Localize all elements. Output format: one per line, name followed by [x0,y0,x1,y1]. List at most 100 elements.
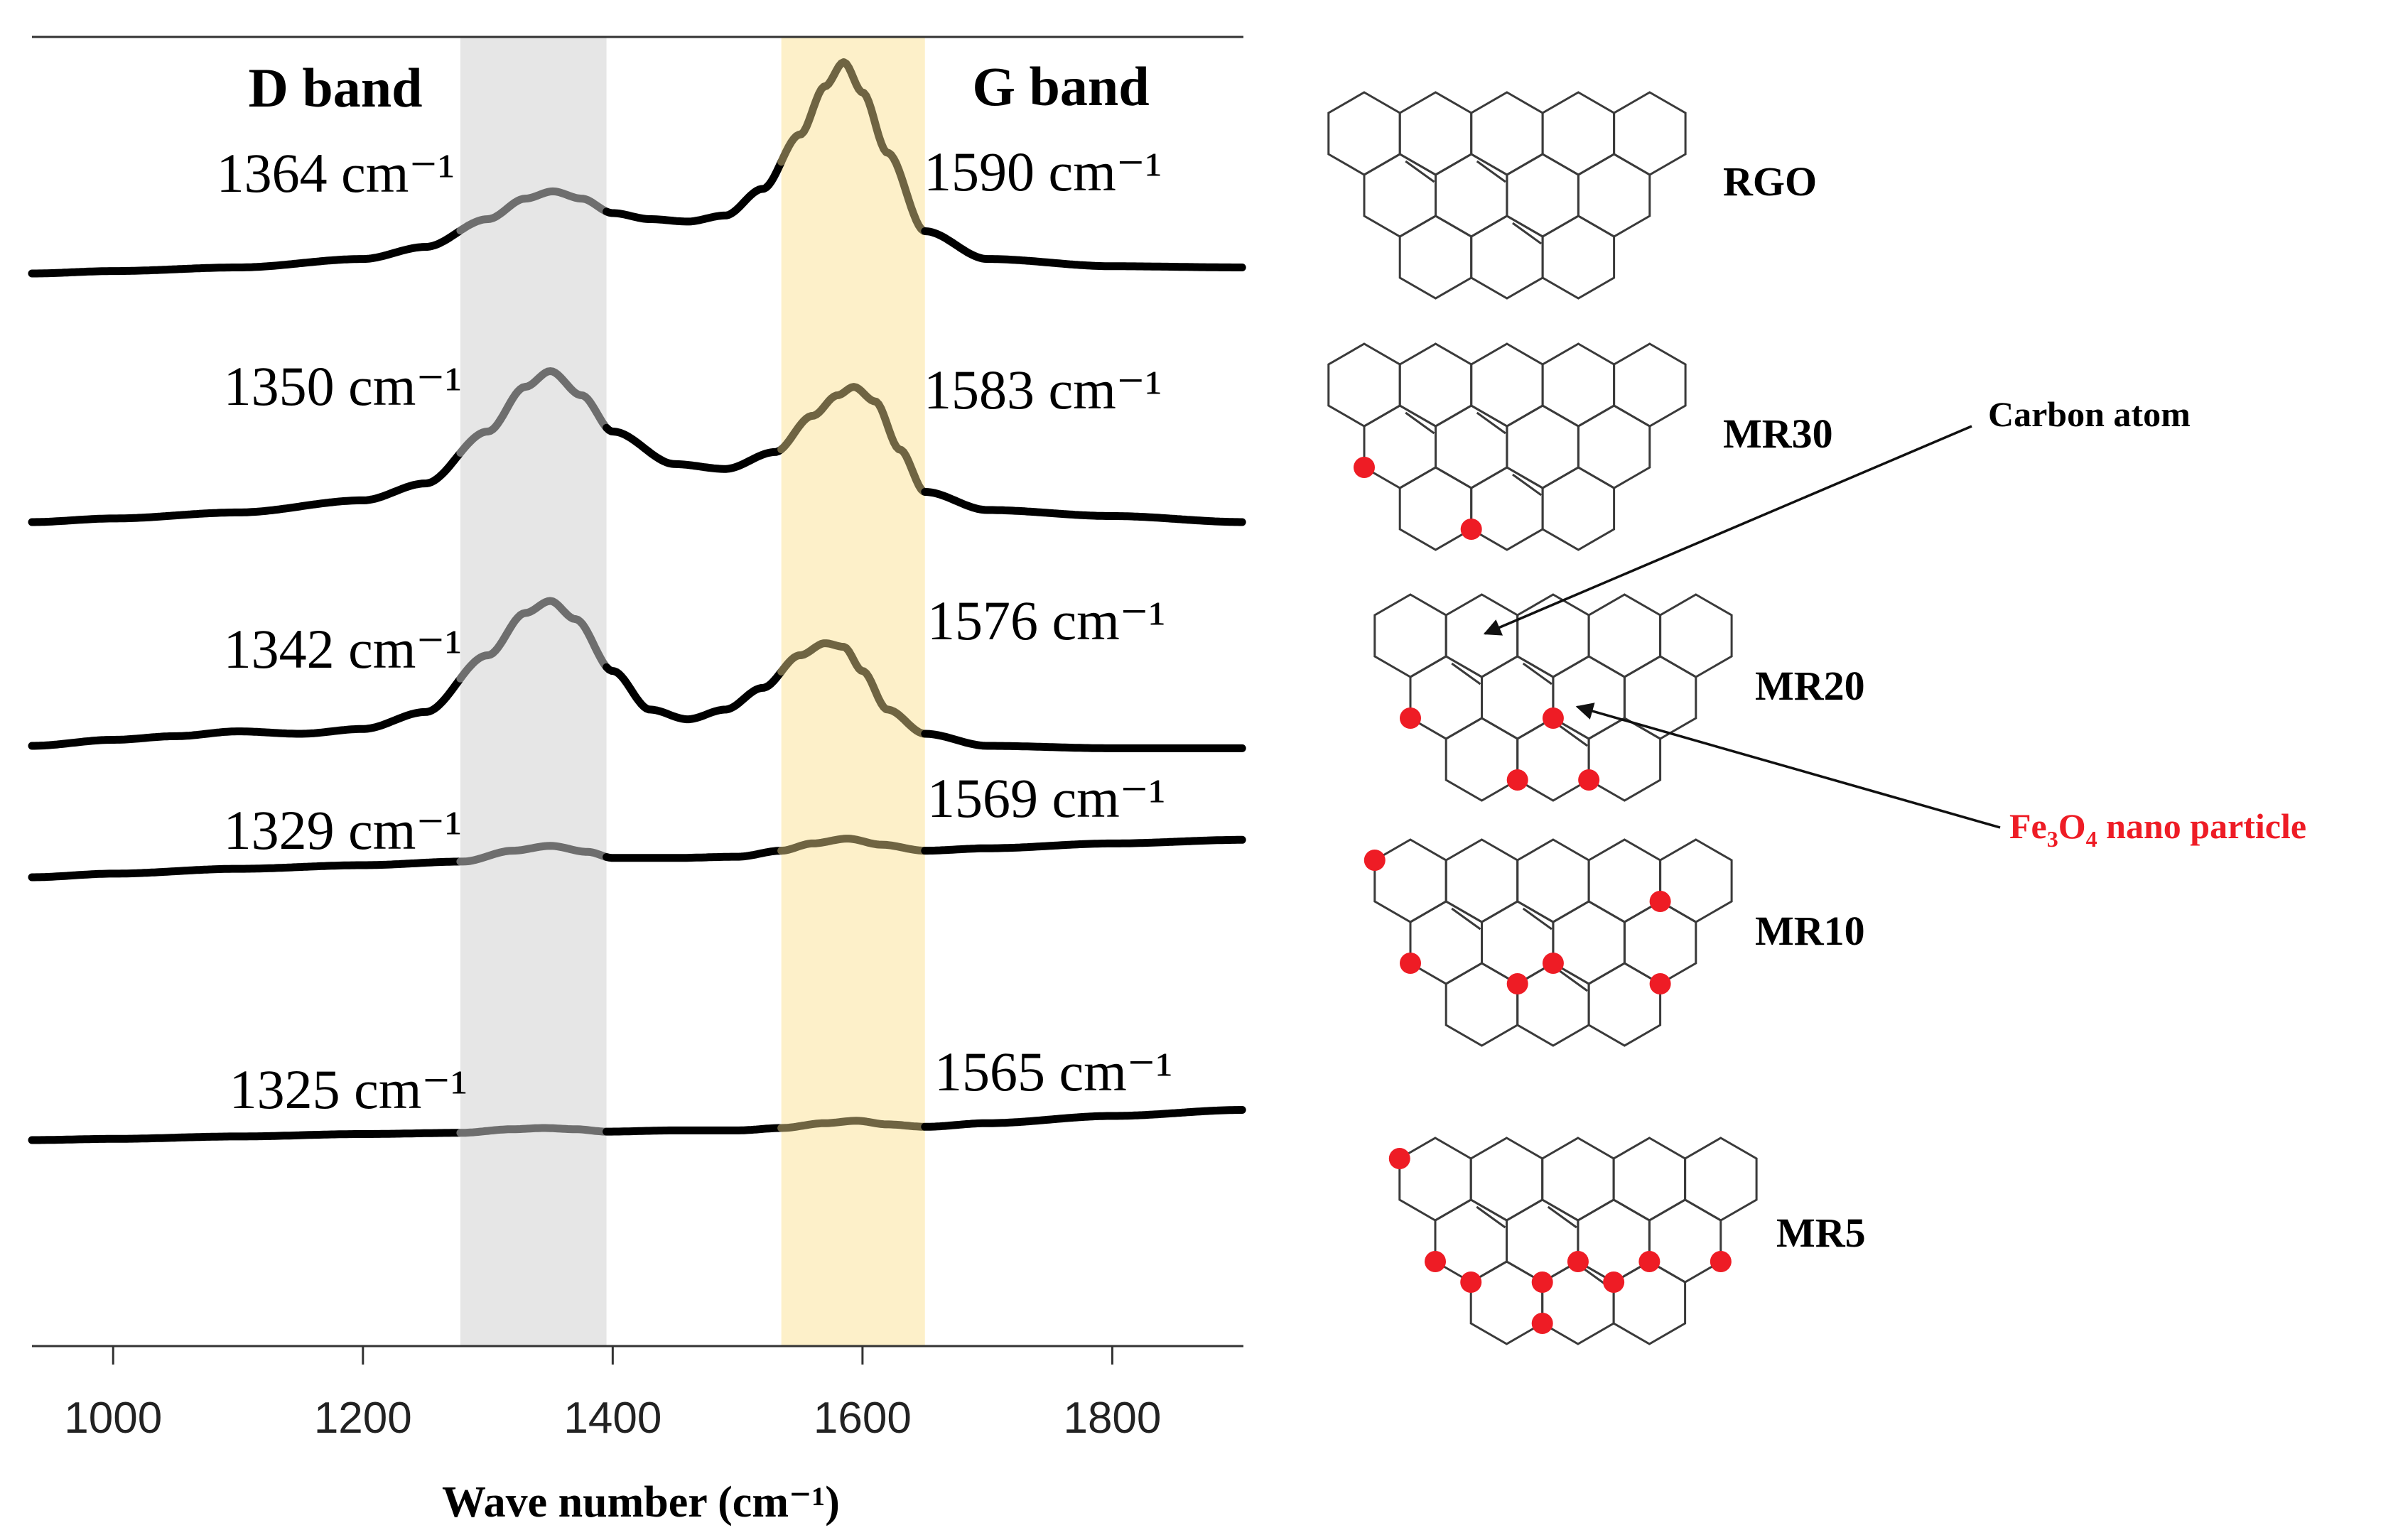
hexagon [1552,655,1626,740]
d-band-label: D band [249,57,423,119]
series-mr5-g-band-segment [777,1117,928,1132]
series-mr20-g-band-segment [777,639,928,738]
schematic-annotations: Carbon atom Fe3O4 nano particle [1483,394,2306,852]
d-peak-label-mr30: 1350 cm⁻¹ [224,355,462,417]
hexagon [1516,717,1590,802]
hexagon [1684,1137,1758,1222]
fe3o4-particle [1506,769,1528,791]
hexagon [1409,655,1483,740]
fe3o4-particle [1460,1271,1482,1293]
fe3o4-arrow [1575,703,2001,829]
sheet-mr30: MR30 [1327,342,1833,551]
sheet-label-mr20: MR20 [1755,663,1865,709]
hexagon [1327,342,1401,428]
hexagon [1516,593,1590,678]
fe3o4-particle [1567,1251,1589,1272]
hexagon [1470,342,1544,428]
fe3o4-sub4: 4 [2086,826,2097,852]
hexagon [1577,153,1651,238]
fe3o4-label: Fe3O4 nano particle [2009,806,2306,852]
hexagon [1470,215,1544,300]
series-mr30-g-band-segment [777,383,928,496]
sheet-rgo: RGO [1327,91,1817,300]
double-bond [1558,969,1589,992]
double-bond [1522,907,1552,931]
hexagon [1613,342,1687,428]
fe3o4-particle [1364,850,1386,871]
hexagon [1435,404,1508,489]
hexagon [1506,404,1580,489]
series-mr10-g-band-segment [777,835,928,855]
hexagon [1398,91,1473,176]
double-bond [1405,160,1435,183]
series-rgo-outer-right [921,227,1246,271]
series-mr10-d-band-segment [456,842,610,866]
series-mr20 [28,597,1246,752]
hexagon [1398,1137,1472,1222]
x-tick-label-1800: 1800 [1063,1394,1161,1443]
sheet-mr20: MR20 [1373,593,1865,802]
fe3o4-particle [1710,1251,1732,1272]
hexagon [1398,466,1473,551]
hexagon [1469,1260,1544,1345]
double-bond [1405,411,1435,435]
series-rgo-d-band-segment [456,187,610,234]
hexagon [1516,962,1590,1047]
carbon-atom-label: Carbon atom [1988,394,2191,434]
hexagon [1587,593,1662,678]
hexagon [1363,153,1437,238]
hexagon [1577,1198,1651,1284]
x-tick-label-1000: 1000 [64,1394,162,1443]
fe3o4-particle [1400,707,1421,729]
x-tick-label-1600: 1600 [814,1394,912,1443]
hexagon [1516,838,1590,923]
fe3o4-particle [1578,769,1600,791]
double-bond [1522,662,1552,685]
series-mr10-middle [603,847,786,862]
d-peak-label-mr10: 1329 cm⁻¹ [224,799,462,861]
fe3o4-particle [1354,457,1375,478]
hexagon [1506,1198,1580,1284]
hexagon [1648,1198,1722,1284]
hexagon [1470,91,1544,176]
series-rgo [28,58,1246,278]
hexagon [1398,215,1473,300]
hexagon [1612,1137,1687,1222]
fe3o4-particle [1542,707,1564,729]
series-mr5-outer-left [28,1129,463,1144]
hexagon [1541,1137,1615,1222]
sheet-mr5: MR5 [1388,1137,1866,1345]
sheet-label-mr30: MR30 [1723,411,1833,457]
sheet-label-rgo: RGO [1723,158,1817,205]
sheet-mr10: MR10 [1364,838,1865,1047]
g-band-label: G band [972,55,1149,117]
fe3o4-particle [1649,973,1671,994]
hexagon [1444,962,1519,1047]
hexagon [1434,1198,1508,1284]
hexagon [1541,466,1616,551]
series-rgo-g-band-segment [777,58,928,235]
d-band-region [460,37,607,1346]
hexagon [1623,655,1697,740]
fe3o4-particle [1649,891,1671,912]
fe3o4-particle [1506,973,1528,994]
fe3o4-particle [1460,519,1482,540]
hexagon [1541,215,1616,300]
hexagon [1552,900,1626,985]
series-mr20-d-band-segment [456,597,610,683]
series-mr5-outer-right [921,1106,1246,1131]
fe3o4-particle [1400,953,1421,974]
series-mr30-outer-left [28,450,463,526]
series-mr30-middle [603,423,786,473]
hexagon [1398,342,1473,428]
g-band-region [781,37,925,1346]
fe3o4-particle [1425,1251,1446,1272]
series-mr5 [28,1106,1246,1144]
hexagon [1363,404,1437,489]
double-bond [1476,1205,1506,1229]
hexagon [1409,900,1483,985]
hexagon [1541,342,1616,428]
series-mr10 [28,835,1246,882]
